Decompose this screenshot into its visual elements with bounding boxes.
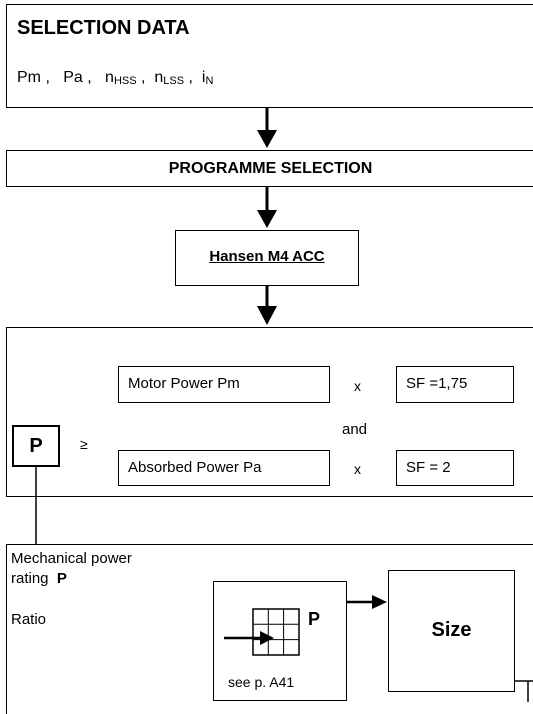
size-label: Size (431, 619, 472, 641)
param-nlss: nLSS , (154, 69, 193, 87)
p-symbol-box: P (12, 425, 60, 467)
param-pa: Pa , (63, 69, 92, 86)
sf2-label: SF = 2 (406, 459, 451, 476)
absorbed-power-label: Absorbed Power Pa (128, 459, 262, 476)
table-arrow-icon (224, 631, 274, 645)
times-symbol-1: x (354, 378, 361, 394)
table-box: P see p. A41 (213, 581, 347, 701)
programme-selection-box: PROGRAMME SELECTION (6, 150, 533, 187)
rating-p: P (56, 570, 67, 587)
size-box: Size (388, 570, 515, 692)
see-page-label: see p. A41 (228, 674, 295, 690)
times-symbol-2: x (354, 461, 361, 477)
software-box: Hansen M4 ACC (175, 230, 359, 286)
rating-line2: rating P (11, 570, 67, 587)
p-symbol: P (29, 435, 43, 457)
motor-power-label: Motor Power Pm (128, 375, 240, 392)
arrow-down-3 (257, 286, 277, 325)
table-grid-icon (252, 608, 300, 656)
selection-data-box: SELECTION DATA Pm , Pa , nHSS , nLSS , i… (6, 4, 533, 108)
and-label: and (342, 421, 368, 438)
table-p-label: P (308, 609, 321, 629)
rating-line1: Mechanical power (11, 550, 132, 567)
sf2-box: SF = 2 (396, 450, 514, 486)
sf1-label: SF =1,75 (406, 375, 468, 392)
arrow-down-2 (257, 187, 277, 228)
param-pm: Pm , (17, 69, 50, 86)
param-in: iN (201, 69, 214, 87)
absorbed-power-box: Absorbed Power Pa (118, 450, 330, 486)
geq-symbol: ≥ (80, 436, 88, 452)
programme-selection-title: PROGRAMME SELECTION (168, 160, 373, 177)
arrow-table-to-size (347, 595, 387, 609)
sf1-box: SF =1,75 (396, 366, 514, 403)
motor-power-box: Motor Power Pm (118, 366, 330, 403)
ratio-label: Ratio (11, 611, 47, 628)
arrow-down-1 (257, 108, 277, 148)
param-nhss: nHSS , (105, 69, 146, 87)
software-label: Hansen M4 ACC (209, 248, 325, 265)
selection-params: Pm , Pa , nHSS , nLSS , iN (17, 69, 213, 87)
selection-data-title: SELECTION DATA (17, 17, 190, 39)
